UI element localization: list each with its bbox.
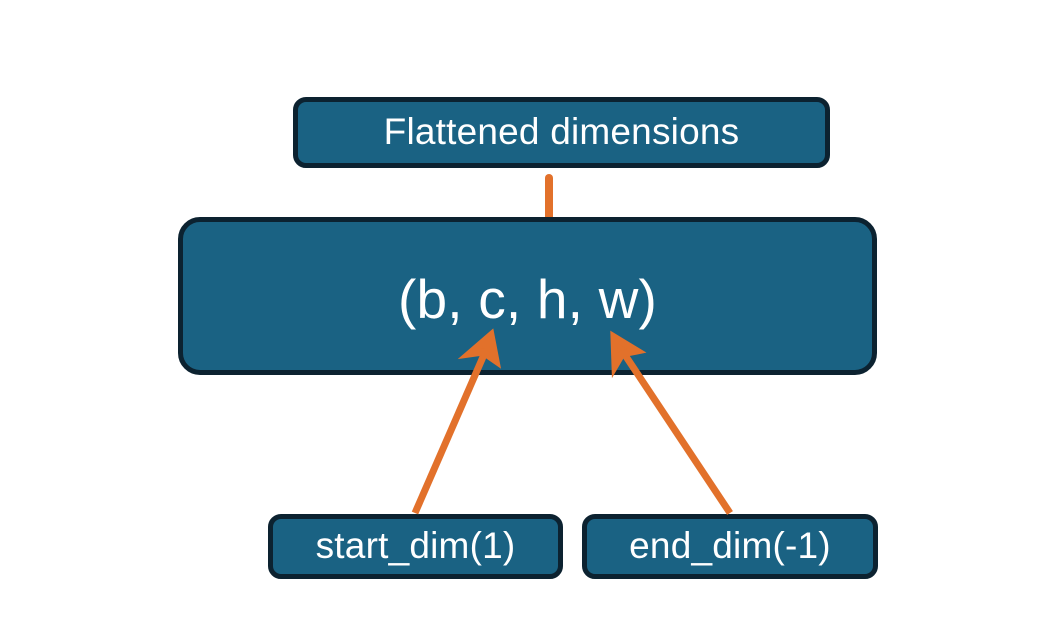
node-end-dim-label: end_dim(-1) [629,525,831,567]
node-start-dim-label: start_dim(1) [315,525,516,567]
node-start-dim[interactable]: start_dim(1) [268,514,563,579]
node-end-dim[interactable]: end_dim(-1) [582,514,878,579]
node-flattened-dimensions-label: Flattened dimensions [383,111,740,153]
node-tensor-shape[interactable]: (b, c, h, w) [178,217,877,375]
node-tensor-shape-label: (b, c, h, w) [397,268,658,331]
node-flattened-dimensions[interactable]: Flattened dimensions [293,97,830,168]
